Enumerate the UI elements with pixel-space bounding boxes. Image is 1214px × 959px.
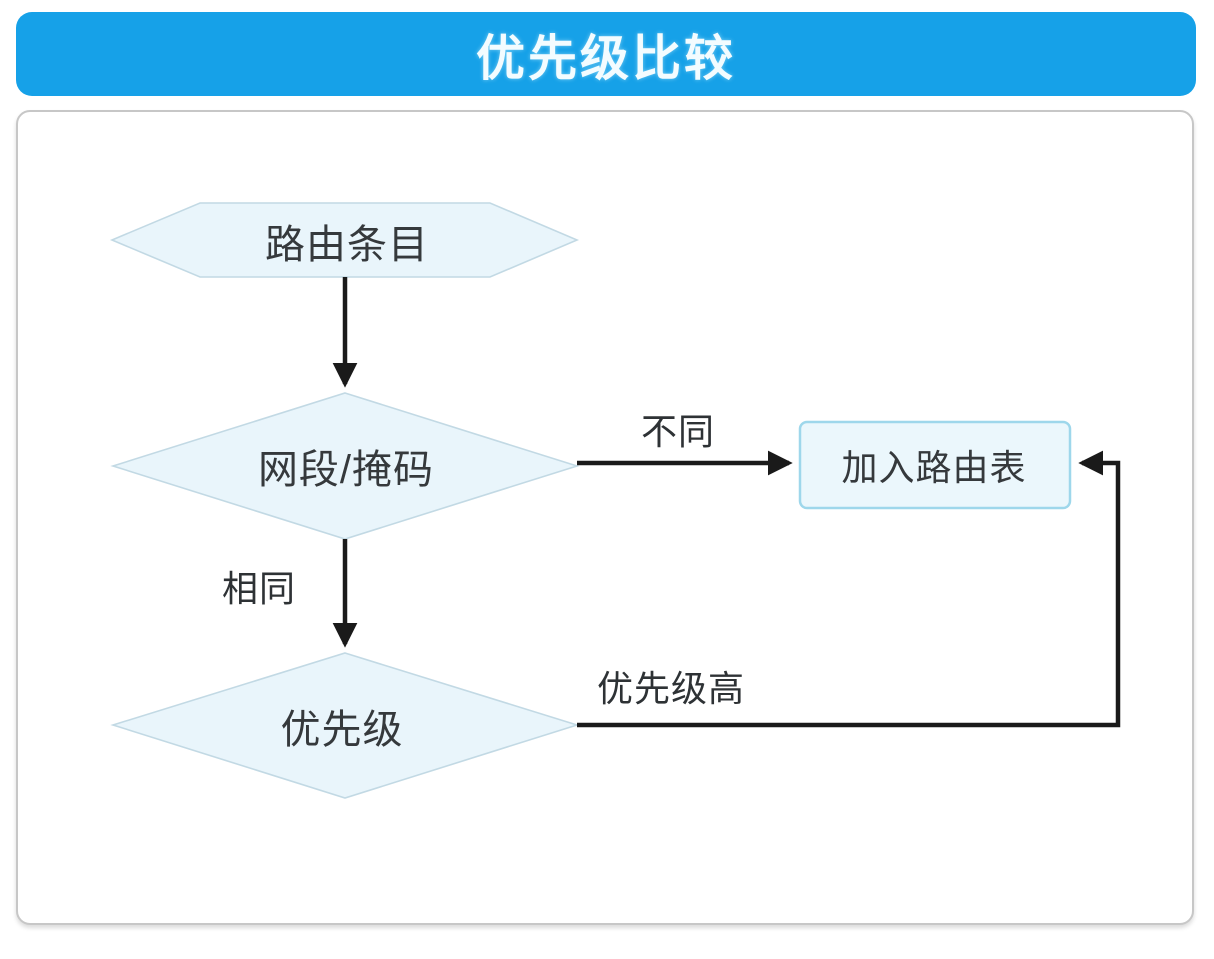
node-route-entry-label: 路由条目: [265, 223, 429, 267]
edge-label-same: 相同: [221, 568, 297, 609]
diamond-priority-shape: [110, 652, 580, 799]
page-title: 优先级比较: [475, 30, 736, 86]
title-bar: 优先级比较: [16, 12, 1196, 96]
hexagon-route-entry-shape: [109, 202, 580, 278]
node-netmask-label: 网段/掩码: [257, 448, 435, 492]
edge-label-different: 不同: [640, 411, 716, 452]
arrow-priority-to-add-route: [577, 450, 1121, 728]
rect-add-route-table-shape: [798, 420, 1072, 510]
edge-label-priority-high: 优先级高: [596, 668, 746, 709]
node-priority-label: 优先级: [280, 708, 404, 752]
node-add-route-table-label: 加入路由表: [841, 447, 1027, 488]
